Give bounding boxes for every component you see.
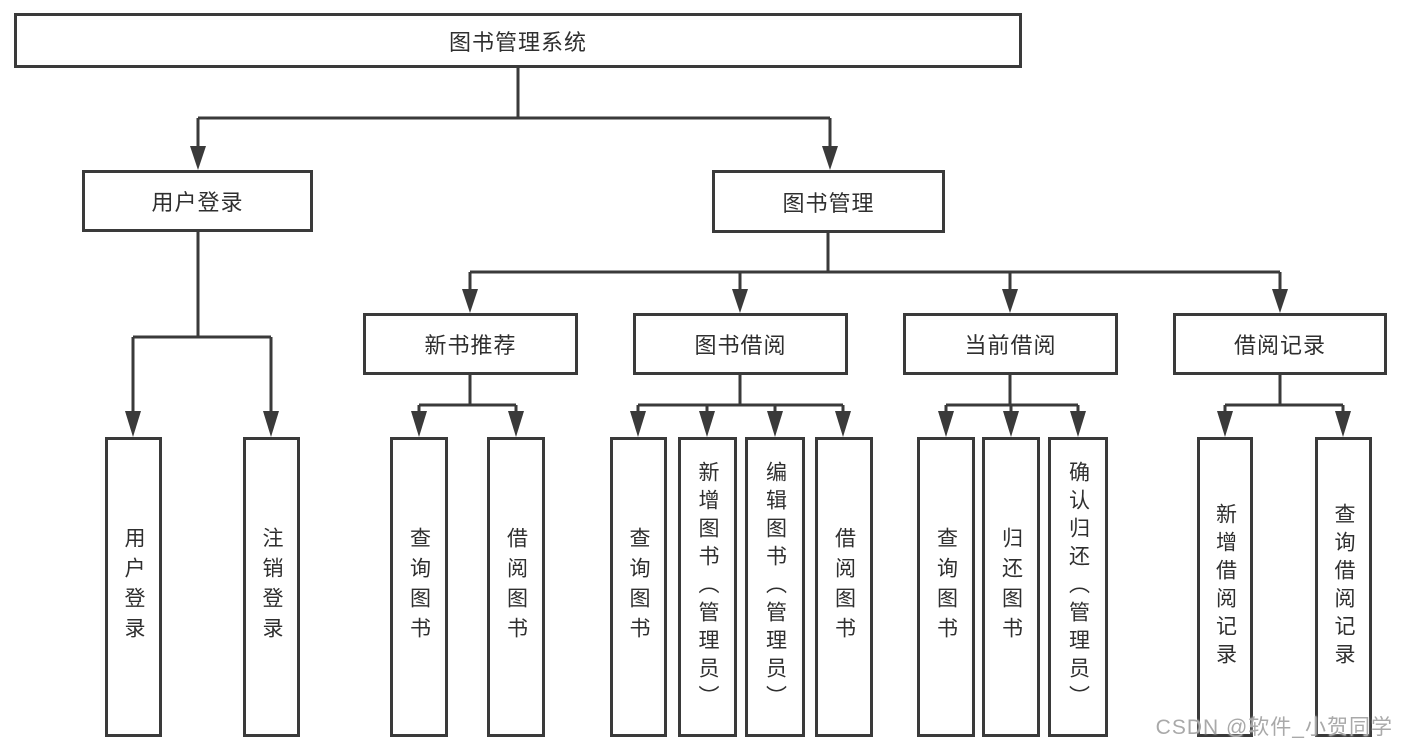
leaf-add-book-admin: 新增图书（管理员） xyxy=(678,437,737,737)
leaf-edit-book-admin: 编辑图书（管理员） xyxy=(745,437,805,737)
arrowhead-icon xyxy=(699,411,715,437)
arrowheads xyxy=(125,146,1351,437)
leaf-confirm-return-admin: 确认归还（管理员） xyxy=(1048,437,1108,737)
arrowhead-icon xyxy=(508,411,524,437)
node-root-system: 图书管理系统 xyxy=(14,13,1022,68)
leaf-user-login: 用户登录 xyxy=(105,437,162,737)
arrowhead-icon xyxy=(1217,411,1233,437)
leaf-add-borrow-record: 新增借阅记录 xyxy=(1197,437,1253,737)
leaf-logout: 注销登录 xyxy=(243,437,300,737)
arrowhead-icon xyxy=(1335,411,1351,437)
arrowhead-icon xyxy=(630,411,646,437)
node-borrow-records: 借阅记录 xyxy=(1173,313,1387,375)
connector-book-borrow-split xyxy=(636,375,845,415)
arrowhead-icon xyxy=(1272,289,1288,313)
leaf-query-books-recommend: 查询图书 xyxy=(390,437,448,737)
node-current-borrow: 当前借阅 xyxy=(903,313,1118,375)
arrowhead-icon xyxy=(732,289,748,313)
arrowhead-icon xyxy=(822,146,838,170)
node-new-book-recommend: 新书推荐 xyxy=(363,313,578,375)
node-user-login: 用户登录 xyxy=(82,170,313,232)
leaf-return-book: 归还图书 xyxy=(982,437,1040,737)
connector-root-split xyxy=(196,68,832,148)
connector-user-login-split xyxy=(131,232,273,415)
leaf-borrow-books: 借阅图书 xyxy=(815,437,873,737)
connector-book-management-split xyxy=(468,233,1282,292)
arrowhead-icon xyxy=(938,411,954,437)
watermark: CSDN @软件_小贺同学 xyxy=(1155,716,1393,739)
connector-current-borrow-split xyxy=(944,375,1080,415)
arrowhead-icon xyxy=(1003,411,1019,437)
leaf-query-books-current: 查询图书 xyxy=(917,437,975,737)
arrowhead-icon xyxy=(462,289,478,313)
arrowhead-icon xyxy=(125,411,141,437)
arrowhead-icon xyxy=(190,146,206,170)
arrowhead-icon xyxy=(411,411,427,437)
arrowhead-icon xyxy=(835,411,851,437)
node-book-management: 图书管理 xyxy=(712,170,945,233)
connector-borrow-record-split xyxy=(1223,375,1345,415)
leaf-query-books-borrow: 查询图书 xyxy=(610,437,667,737)
arrowhead-icon xyxy=(263,411,279,437)
leaf-query-borrow-record: 查询借阅记录 xyxy=(1315,437,1372,737)
arrowhead-icon xyxy=(1002,289,1018,313)
arrowhead-icon xyxy=(767,411,783,437)
arrowhead-icon xyxy=(1070,411,1086,437)
node-book-borrow: 图书借阅 xyxy=(633,313,848,375)
connector-new-book-split xyxy=(417,375,518,415)
leaf-borrow-books-recommend: 借阅图书 xyxy=(487,437,545,737)
